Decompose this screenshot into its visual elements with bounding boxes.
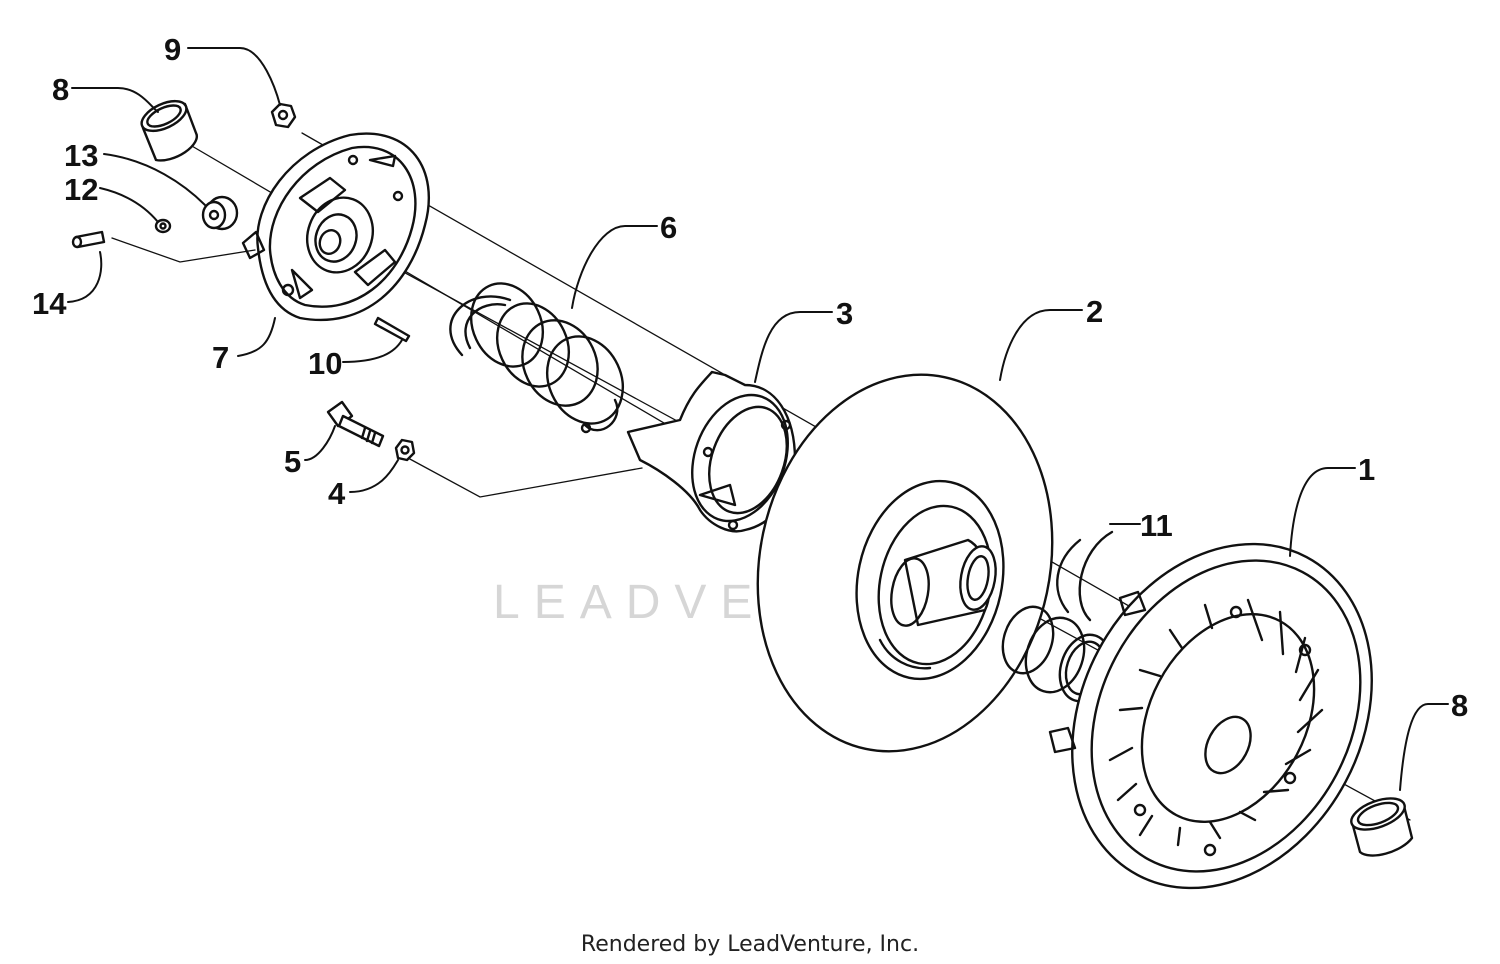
callout-1: 1 [1358,452,1375,487]
callout-3: 3 [836,296,853,331]
part-1-fixed-sheave [1048,542,1373,890]
callout-13: 13 [64,138,98,173]
part-4-nut [394,438,416,462]
callout-11: 11 [1140,508,1173,543]
part-14-pin [71,230,106,249]
callout-8-upper: 8 [52,72,69,107]
leader-lines [67,47,1449,791]
callout-14: 14 [32,286,67,321]
part-9-nut [270,102,297,129]
callout-8-lower: 8 [1451,688,1468,723]
part-13-roller [201,195,239,231]
part-8-bushing-upper [140,99,198,162]
part-3-helix-cam [626,370,797,533]
callout-labels: 8 9 13 12 14 7 10 6 3 2 5 4 11 1 8 [32,32,1468,723]
callout-5: 5 [284,444,301,479]
render-credit: Rendered by LeadVenture, Inc. [580,932,920,957]
callout-4: 4 [328,476,346,511]
callout-2: 2 [1086,294,1103,329]
callout-7: 7 [212,340,229,375]
callout-9: 9 [164,32,181,67]
callout-6: 6 [660,210,677,245]
part-8-bushing-lower [1350,797,1414,857]
part-10-roll-pin [373,316,411,343]
part-2-moveable-sheave [756,373,1054,753]
part-7-cover-plate [241,132,430,321]
callout-10: 10 [308,346,342,381]
part-6-spring [449,282,624,434]
part-12-washer [154,218,172,234]
callout-12: 12 [64,172,98,207]
part-5-bolt [326,400,385,448]
